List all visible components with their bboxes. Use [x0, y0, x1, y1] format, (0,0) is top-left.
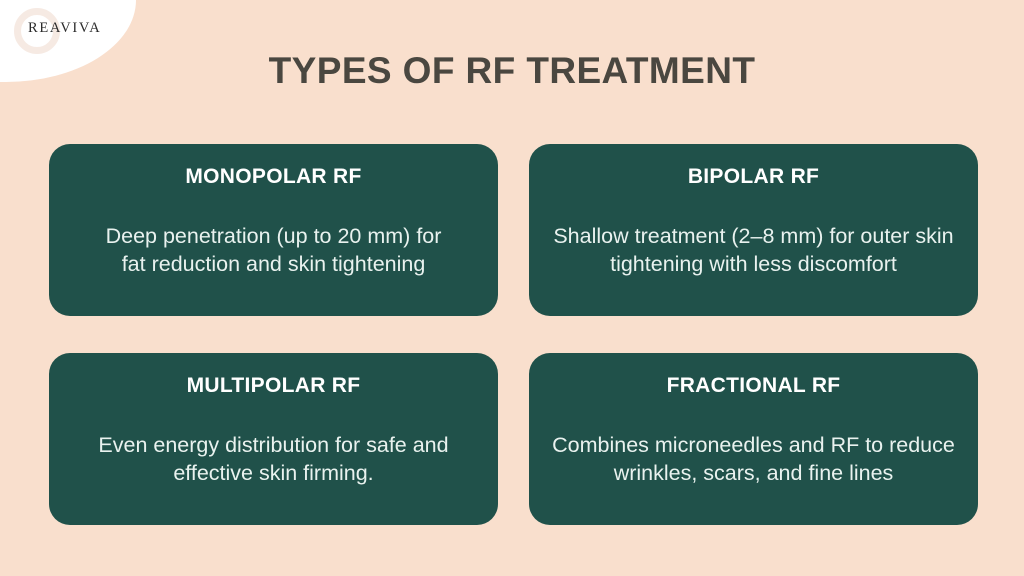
card-body: Deep penetration (up to 20 mm) for fat r… — [105, 223, 442, 276]
card-title: MULTIPOLAR RF — [186, 374, 361, 397]
page-title: TYPES OF RF TREATMENT — [268, 50, 756, 91]
card-fractional-rf[interactable]: FRACTIONAL RF Combines microneedles and … — [529, 353, 978, 525]
card-monopolar-rf[interactable]: MONOPOLAR RF Deep penetration (up to 20 … — [49, 144, 498, 316]
circle-ring-icon — [14, 8, 60, 54]
card-title: BIPOLAR RF — [687, 165, 820, 188]
card-multipolar-rf[interactable]: MULTIPOLAR RF Even energy distribution f… — [49, 353, 498, 525]
card-bipolar-rf[interactable]: BIPOLAR RF Shallow treatment (2–8 mm) fo… — [529, 144, 978, 316]
card-body: Combines microneedles and RF to reduce w… — [552, 432, 955, 485]
card-title: FRACTIONAL RF — [666, 374, 841, 397]
card-title: MONOPOLAR RF — [185, 165, 362, 188]
card-body: Even energy distribution for safe and ef… — [98, 432, 449, 485]
card-grid: MONOPOLAR RF Deep penetration (up to 20 … — [49, 144, 978, 525]
brand-wordmark: REAVIVA — [28, 20, 102, 36]
card-body: Shallow treatment (2–8 mm) for outer ski… — [553, 223, 954, 276]
